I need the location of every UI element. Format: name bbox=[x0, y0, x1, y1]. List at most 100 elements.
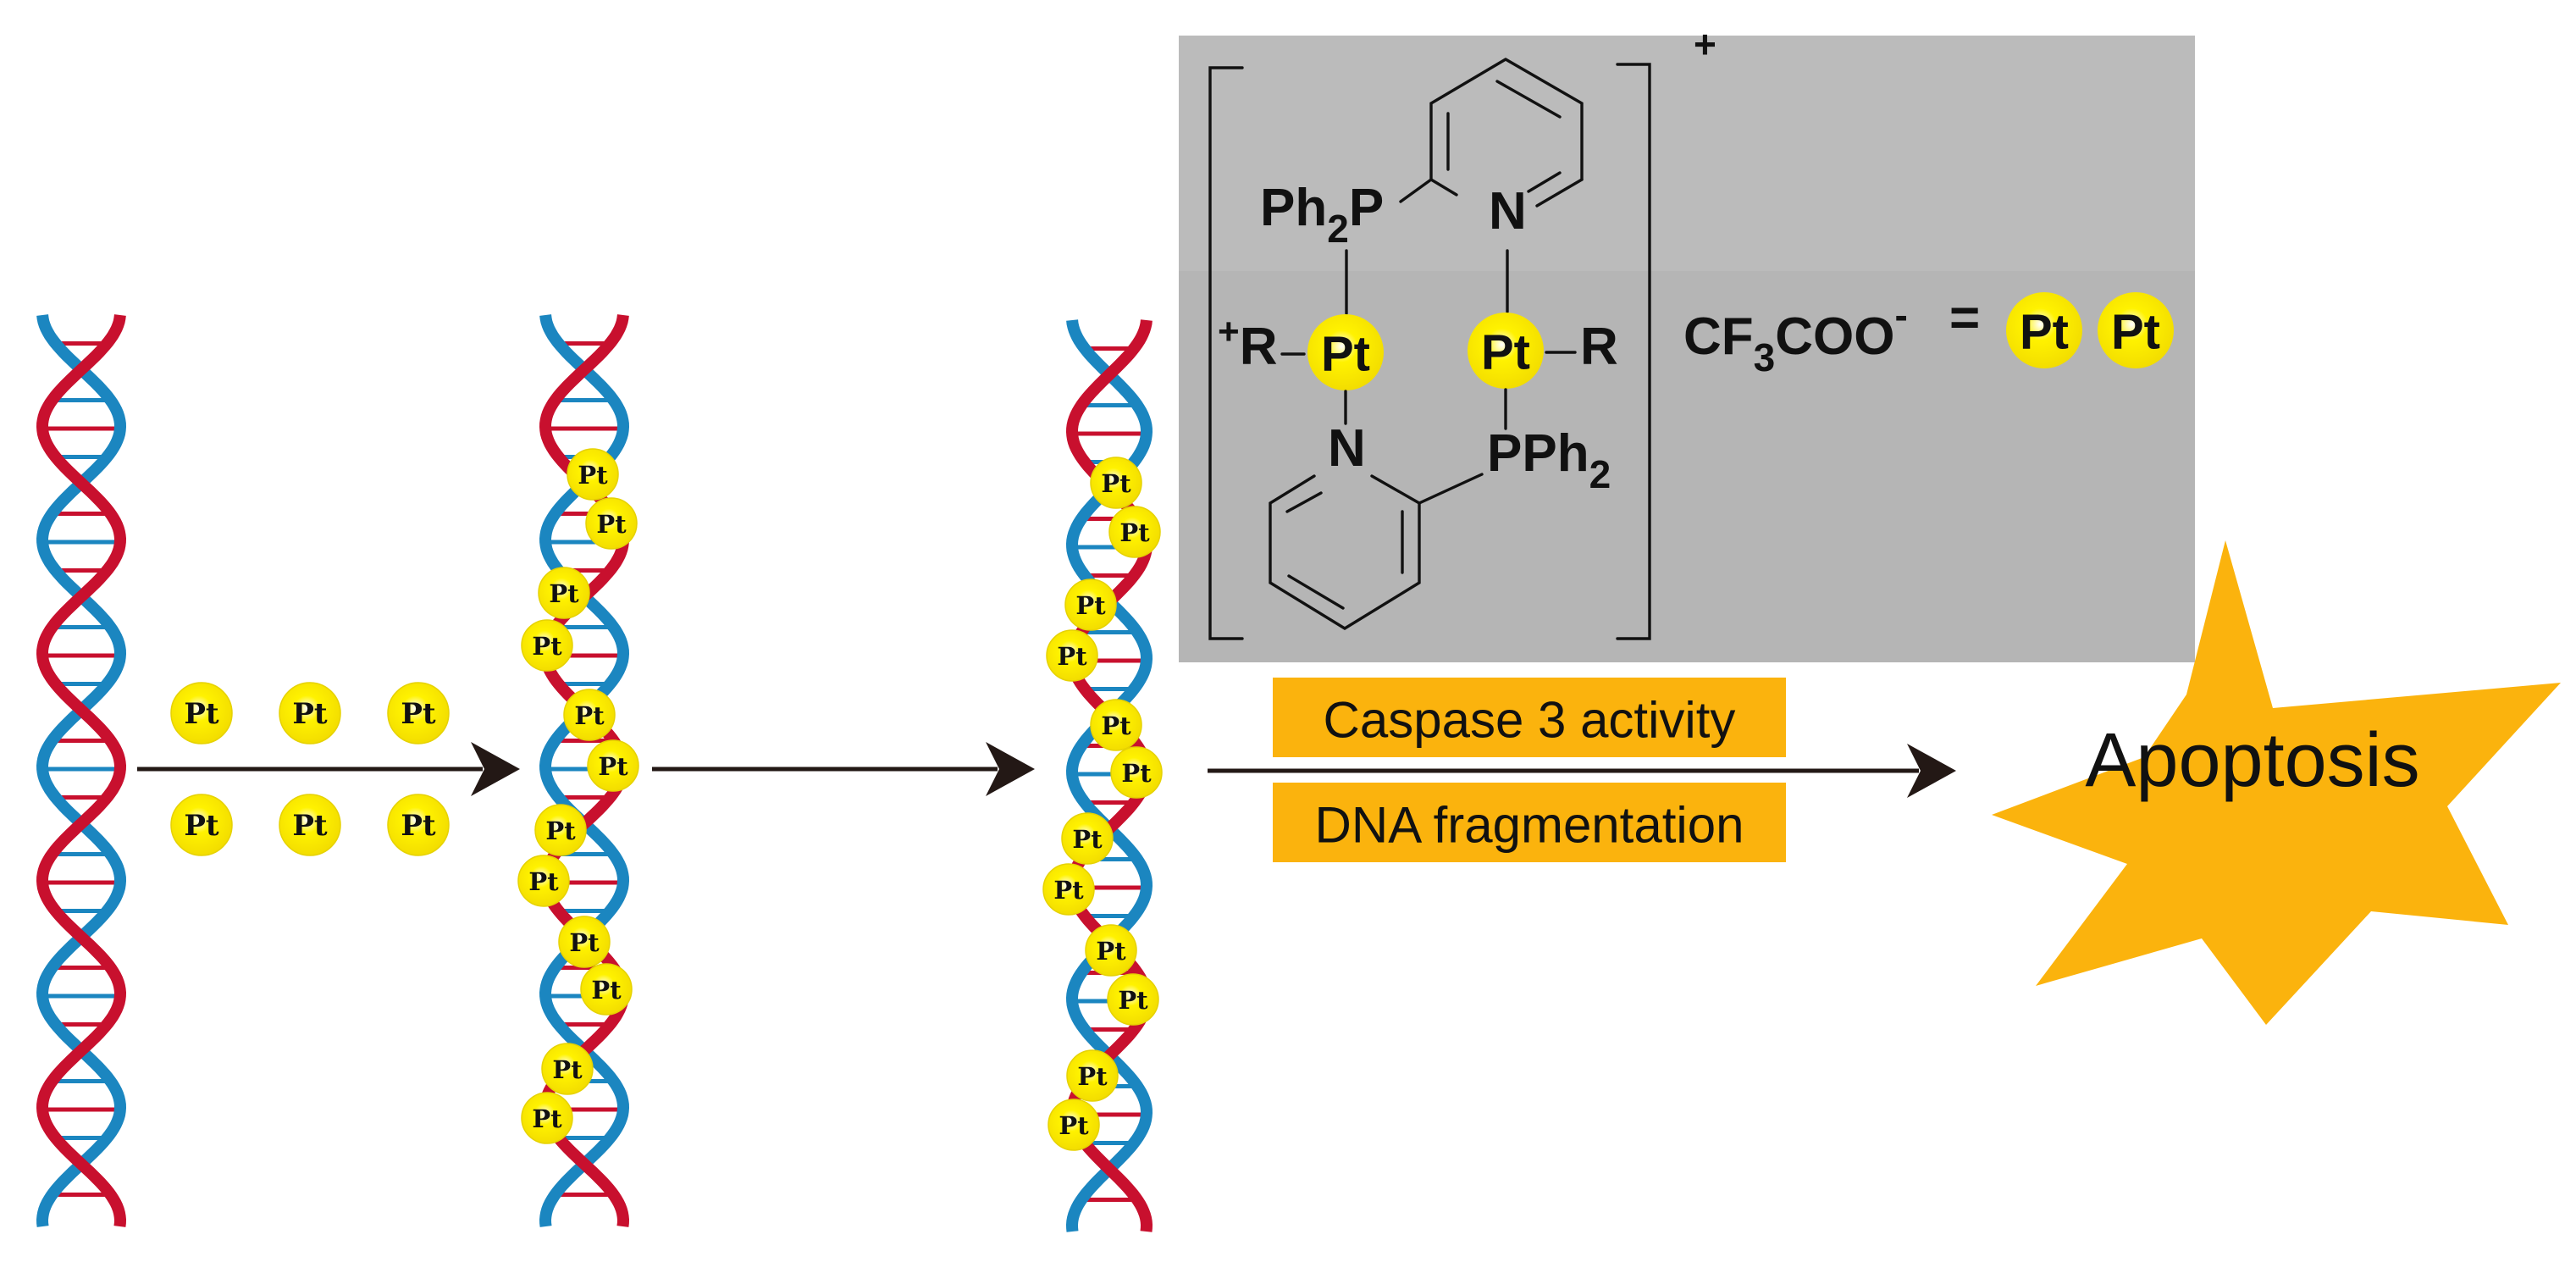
fragmentation-label-box: DNA fragmentation bbox=[1273, 783, 1786, 862]
svg-text:Pt: Pt bbox=[292, 809, 328, 843]
svg-text:Pt: Pt bbox=[1057, 642, 1087, 671]
pph2-bottom-label: PPh2 bbox=[1487, 424, 1611, 496]
bound-pt-complex: Pt bbox=[541, 1043, 594, 1095]
right-bracket bbox=[1616, 63, 1651, 640]
svg-text:Pt: Pt bbox=[528, 867, 559, 896]
svg-text:Pt: Pt bbox=[292, 697, 328, 731]
bound-pt-complex: Pt bbox=[1048, 1099, 1100, 1151]
svg-text:Pt: Pt bbox=[1077, 1062, 1108, 1091]
svg-text:Pt: Pt bbox=[552, 1055, 583, 1084]
svg-text:Pt: Pt bbox=[596, 510, 627, 539]
svg-text:Pt: Pt bbox=[1101, 469, 1131, 498]
bound-pt-complex: Pt bbox=[1110, 746, 1163, 799]
svg-text:Pt: Pt bbox=[401, 809, 436, 843]
fragmentation-label: DNA fragmentation bbox=[1315, 797, 1744, 854]
pt-symbol-1: Pt bbox=[2006, 292, 2082, 368]
free-pt-complex: Pt bbox=[170, 794, 233, 856]
n-top-label: N bbox=[1489, 182, 1527, 241]
bound-pt-complex: Pt bbox=[1064, 578, 1117, 631]
complex-structure-panel: + Ph2P N Pt Pt +R R N bbox=[1179, 22, 2195, 662]
svg-text:Pt: Pt bbox=[2020, 305, 2069, 360]
bound-pt-complexes: PtPtPtPtPtPtPtPtPtPtPtPtPtPtPtPtPtPtPtPt… bbox=[517, 448, 1163, 1151]
svg-text:Pt: Pt bbox=[1101, 711, 1131, 740]
bound-pt-complex: Pt bbox=[587, 739, 639, 792]
bound-pt-complex: Pt bbox=[1108, 506, 1161, 558]
svg-text:Pt: Pt bbox=[578, 461, 608, 490]
bound-pt-complex: Pt bbox=[521, 619, 573, 672]
free-pt-complex: Pt bbox=[387, 794, 450, 856]
pt-center-left: Pt bbox=[1307, 314, 1384, 390]
bound-pt-complex: Pt bbox=[1061, 812, 1114, 865]
svg-text:Pt: Pt bbox=[1321, 327, 1370, 382]
svg-text:Pt: Pt bbox=[401, 697, 436, 731]
svg-text:Pt: Pt bbox=[1059, 1111, 1089, 1140]
dna-strand-blue bbox=[36, 314, 127, 1227]
dna-strand-red bbox=[36, 314, 127, 1227]
svg-text:Pt: Pt bbox=[569, 928, 600, 957]
left-bracket bbox=[1208, 66, 1244, 640]
n-bottom-label: N bbox=[1328, 419, 1366, 478]
svg-text:Pt: Pt bbox=[1053, 876, 1084, 905]
ph2p-top-label: Ph2P bbox=[1260, 179, 1384, 251]
caspase-label: Caspase 3 activity bbox=[1324, 692, 1736, 749]
svg-text:Pt: Pt bbox=[1118, 986, 1148, 1015]
bound-pt-complex: Pt bbox=[567, 448, 619, 501]
bond-ring-p-bottom bbox=[1418, 473, 1484, 505]
bound-pt-complex: Pt bbox=[563, 689, 616, 741]
arrow-binding bbox=[137, 742, 520, 796]
svg-text:Pt: Pt bbox=[549, 579, 579, 608]
svg-text:Pt: Pt bbox=[1072, 825, 1103, 854]
svg-text:Pt: Pt bbox=[545, 816, 576, 845]
free-pt-complex: Pt bbox=[170, 682, 233, 744]
svg-text:Pt: Pt bbox=[2111, 305, 2160, 360]
svg-text:Pt: Pt bbox=[1481, 325, 1530, 380]
bound-pt-complex: Pt bbox=[580, 963, 633, 1016]
caspase-label-box: Caspase 3 activity bbox=[1273, 678, 1786, 757]
equals-sign: = bbox=[1949, 289, 1980, 347]
svg-text:Pt: Pt bbox=[532, 632, 562, 661]
apoptosis-label: Apoptosis bbox=[2085, 718, 2419, 803]
free-pt-complex: Pt bbox=[387, 682, 450, 744]
arrow-damage bbox=[652, 742, 1035, 796]
bound-pt-complex: Pt bbox=[517, 855, 570, 907]
bound-pt-complex: Pt bbox=[1085, 924, 1137, 977]
bound-pt-complex: Pt bbox=[521, 1092, 573, 1144]
svg-text:Pt: Pt bbox=[591, 976, 622, 1005]
apoptosis-burst: Apoptosis bbox=[1992, 540, 2561, 1025]
svg-text:Pt: Pt bbox=[1119, 518, 1150, 547]
reaction-arrows bbox=[137, 742, 1956, 798]
bond-p-ring-top bbox=[1399, 178, 1433, 203]
svg-text:Pt: Pt bbox=[574, 701, 605, 730]
bound-pt-complex: Pt bbox=[1042, 863, 1095, 916]
pt-symbol-2: Pt bbox=[2098, 292, 2174, 368]
complex-charge: + bbox=[1694, 22, 1716, 66]
svg-text:Pt: Pt bbox=[1075, 591, 1106, 620]
svg-text:Pt: Pt bbox=[184, 809, 219, 843]
pyridine-ring-top bbox=[1429, 58, 1584, 208]
bound-pt-complex: Pt bbox=[538, 567, 590, 619]
dna-helix-free bbox=[36, 314, 127, 1227]
arrow-apoptosis bbox=[1208, 744, 1956, 798]
bound-pt-complex: Pt bbox=[585, 497, 638, 550]
bound-pt-complex: Pt bbox=[1107, 973, 1159, 1026]
svg-text:Pt: Pt bbox=[184, 697, 219, 731]
svg-text:Pt: Pt bbox=[598, 752, 628, 781]
free-pt-complex: Pt bbox=[279, 794, 341, 856]
free-pt-complex: Pt bbox=[279, 682, 341, 744]
pt-center-right: Pt bbox=[1468, 313, 1544, 389]
bound-pt-complex: Pt bbox=[558, 916, 611, 968]
counterion-label: CF3COO- bbox=[1683, 293, 1908, 379]
bound-pt-complex: Pt bbox=[534, 804, 587, 856]
bound-pt-complex: Pt bbox=[1046, 629, 1098, 682]
svg-text:Pt: Pt bbox=[1096, 937, 1126, 966]
svg-text:Pt: Pt bbox=[532, 1104, 562, 1133]
svg-text:Pt: Pt bbox=[1121, 759, 1152, 788]
burst-star-shape bbox=[1992, 540, 2561, 1025]
r-right-label: R bbox=[1580, 318, 1618, 376]
r-left-label: +R bbox=[1218, 311, 1277, 376]
bound-pt-complex: Pt bbox=[1090, 699, 1142, 751]
bound-pt-complex: Pt bbox=[1066, 1049, 1119, 1102]
bound-pt-complex: Pt bbox=[1090, 457, 1142, 509]
